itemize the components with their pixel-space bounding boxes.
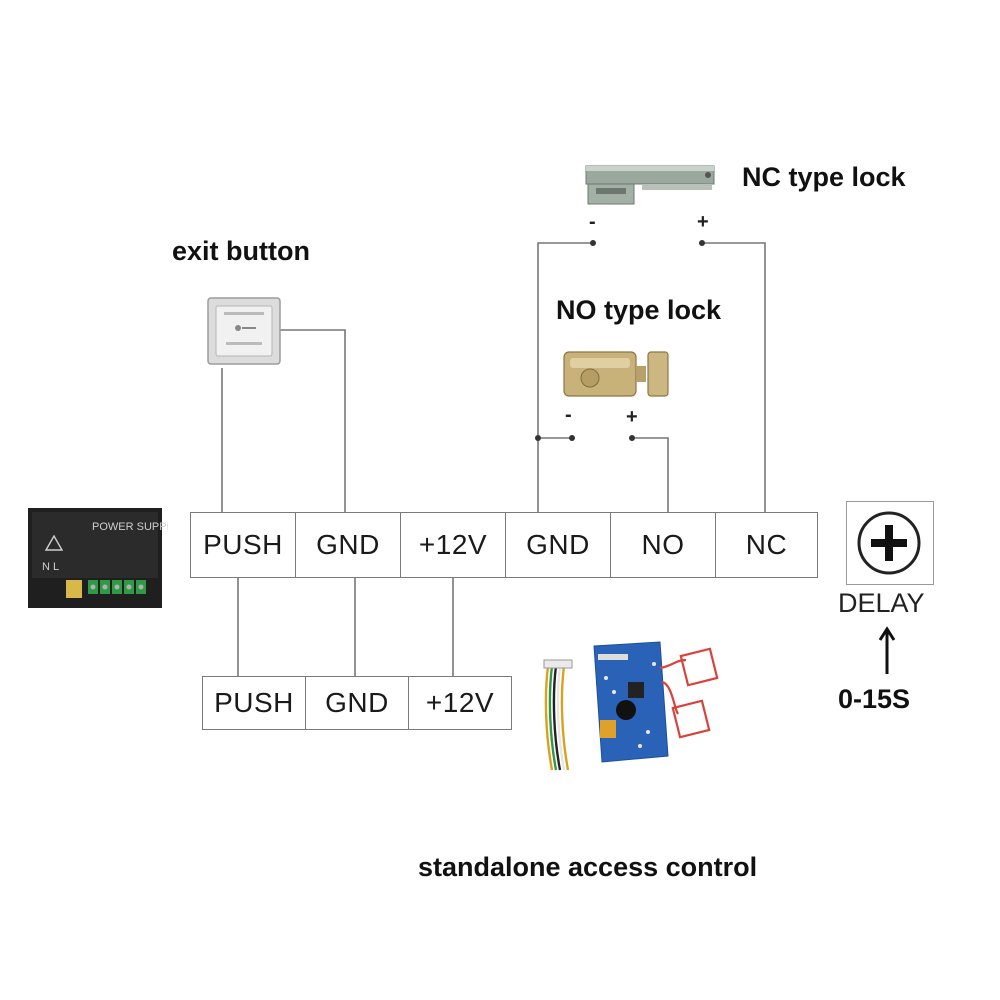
power-supply-title: POWER SUPPLY <box>92 521 168 533</box>
no-lock-image <box>563 351 669 397</box>
wire-nc-minus <box>537 242 593 512</box>
nc-lock-minus: - <box>589 211 596 233</box>
terminal-push: PUSH <box>190 512 296 578</box>
arrow-up-icon <box>878 626 896 674</box>
no-lock-label: NO type lock <box>556 295 722 325</box>
access-control-board-image <box>543 641 719 771</box>
terminal-nc: NC <box>715 512 818 578</box>
wire-exit-gnd <box>278 329 346 512</box>
nc-lock-plus: + <box>697 211 709 233</box>
delay-knob[interactable] <box>846 501 934 585</box>
terminal-no: NO <box>610 512 716 578</box>
exit-button-image <box>207 297 281 365</box>
delay-label: DELAY <box>838 588 925 618</box>
power-supply-inputs: N L <box>42 561 59 573</box>
no-lock-plus: + <box>626 406 638 428</box>
lower-terminal-gnd: GND <box>305 676 409 730</box>
wire-no-plus <box>632 437 669 512</box>
nc-lock-image <box>585 165 715 205</box>
terminal-12v: +12V <box>400 512 506 578</box>
plus-icon <box>857 511 921 575</box>
diagram-caption: standalone access control <box>418 852 758 882</box>
terminal-gnd: GND <box>295 512 401 578</box>
power-supply-image: POWER SUPPLY N L <box>28 508 168 608</box>
wire-nc-plus <box>702 242 766 512</box>
nc-lock-label: NC type lock <box>742 162 906 192</box>
terminal-gnd-lock: GND <box>505 512 611 578</box>
lower-terminal-push: PUSH <box>202 676 306 730</box>
exit-button-label: exit button <box>172 236 310 266</box>
delay-range-label: 0-15S <box>838 684 911 714</box>
lower-terminal-12v: +12V <box>408 676 512 730</box>
no-lock-minus: - <box>565 404 572 426</box>
